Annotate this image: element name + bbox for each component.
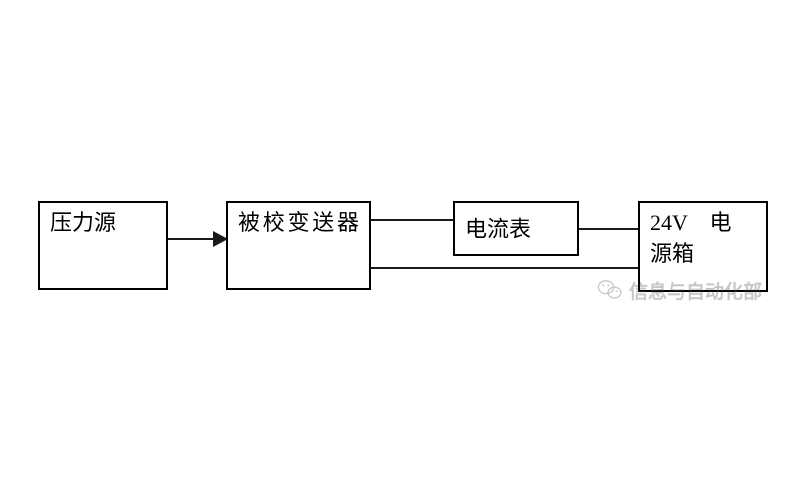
block-power-supply-label-line2: 源箱 xyxy=(650,241,695,266)
wechat-icon xyxy=(597,279,623,306)
connector-transmitter-to-power-return xyxy=(370,267,639,269)
block-transmitter-label: 被校变送器 xyxy=(238,210,359,235)
block-ammeter-label: 电流表 xyxy=(465,216,532,241)
arrow-head-icon xyxy=(213,231,228,247)
block-power-supply-label-line1: 24V 电 xyxy=(650,210,732,235)
block-ammeter: 电流表 xyxy=(453,201,579,256)
connector-transmitter-to-ammeter xyxy=(370,219,454,221)
connector-ammeter-to-power xyxy=(578,228,639,230)
connector-source-to-transmitter xyxy=(167,238,215,240)
block-transmitter: 被校变送器 xyxy=(226,201,371,290)
block-pressure-source-label: 压力源 xyxy=(50,210,117,235)
block-pressure-source: 压力源 xyxy=(38,201,168,290)
block-power-supply: 24V 电 源箱 xyxy=(638,201,768,292)
